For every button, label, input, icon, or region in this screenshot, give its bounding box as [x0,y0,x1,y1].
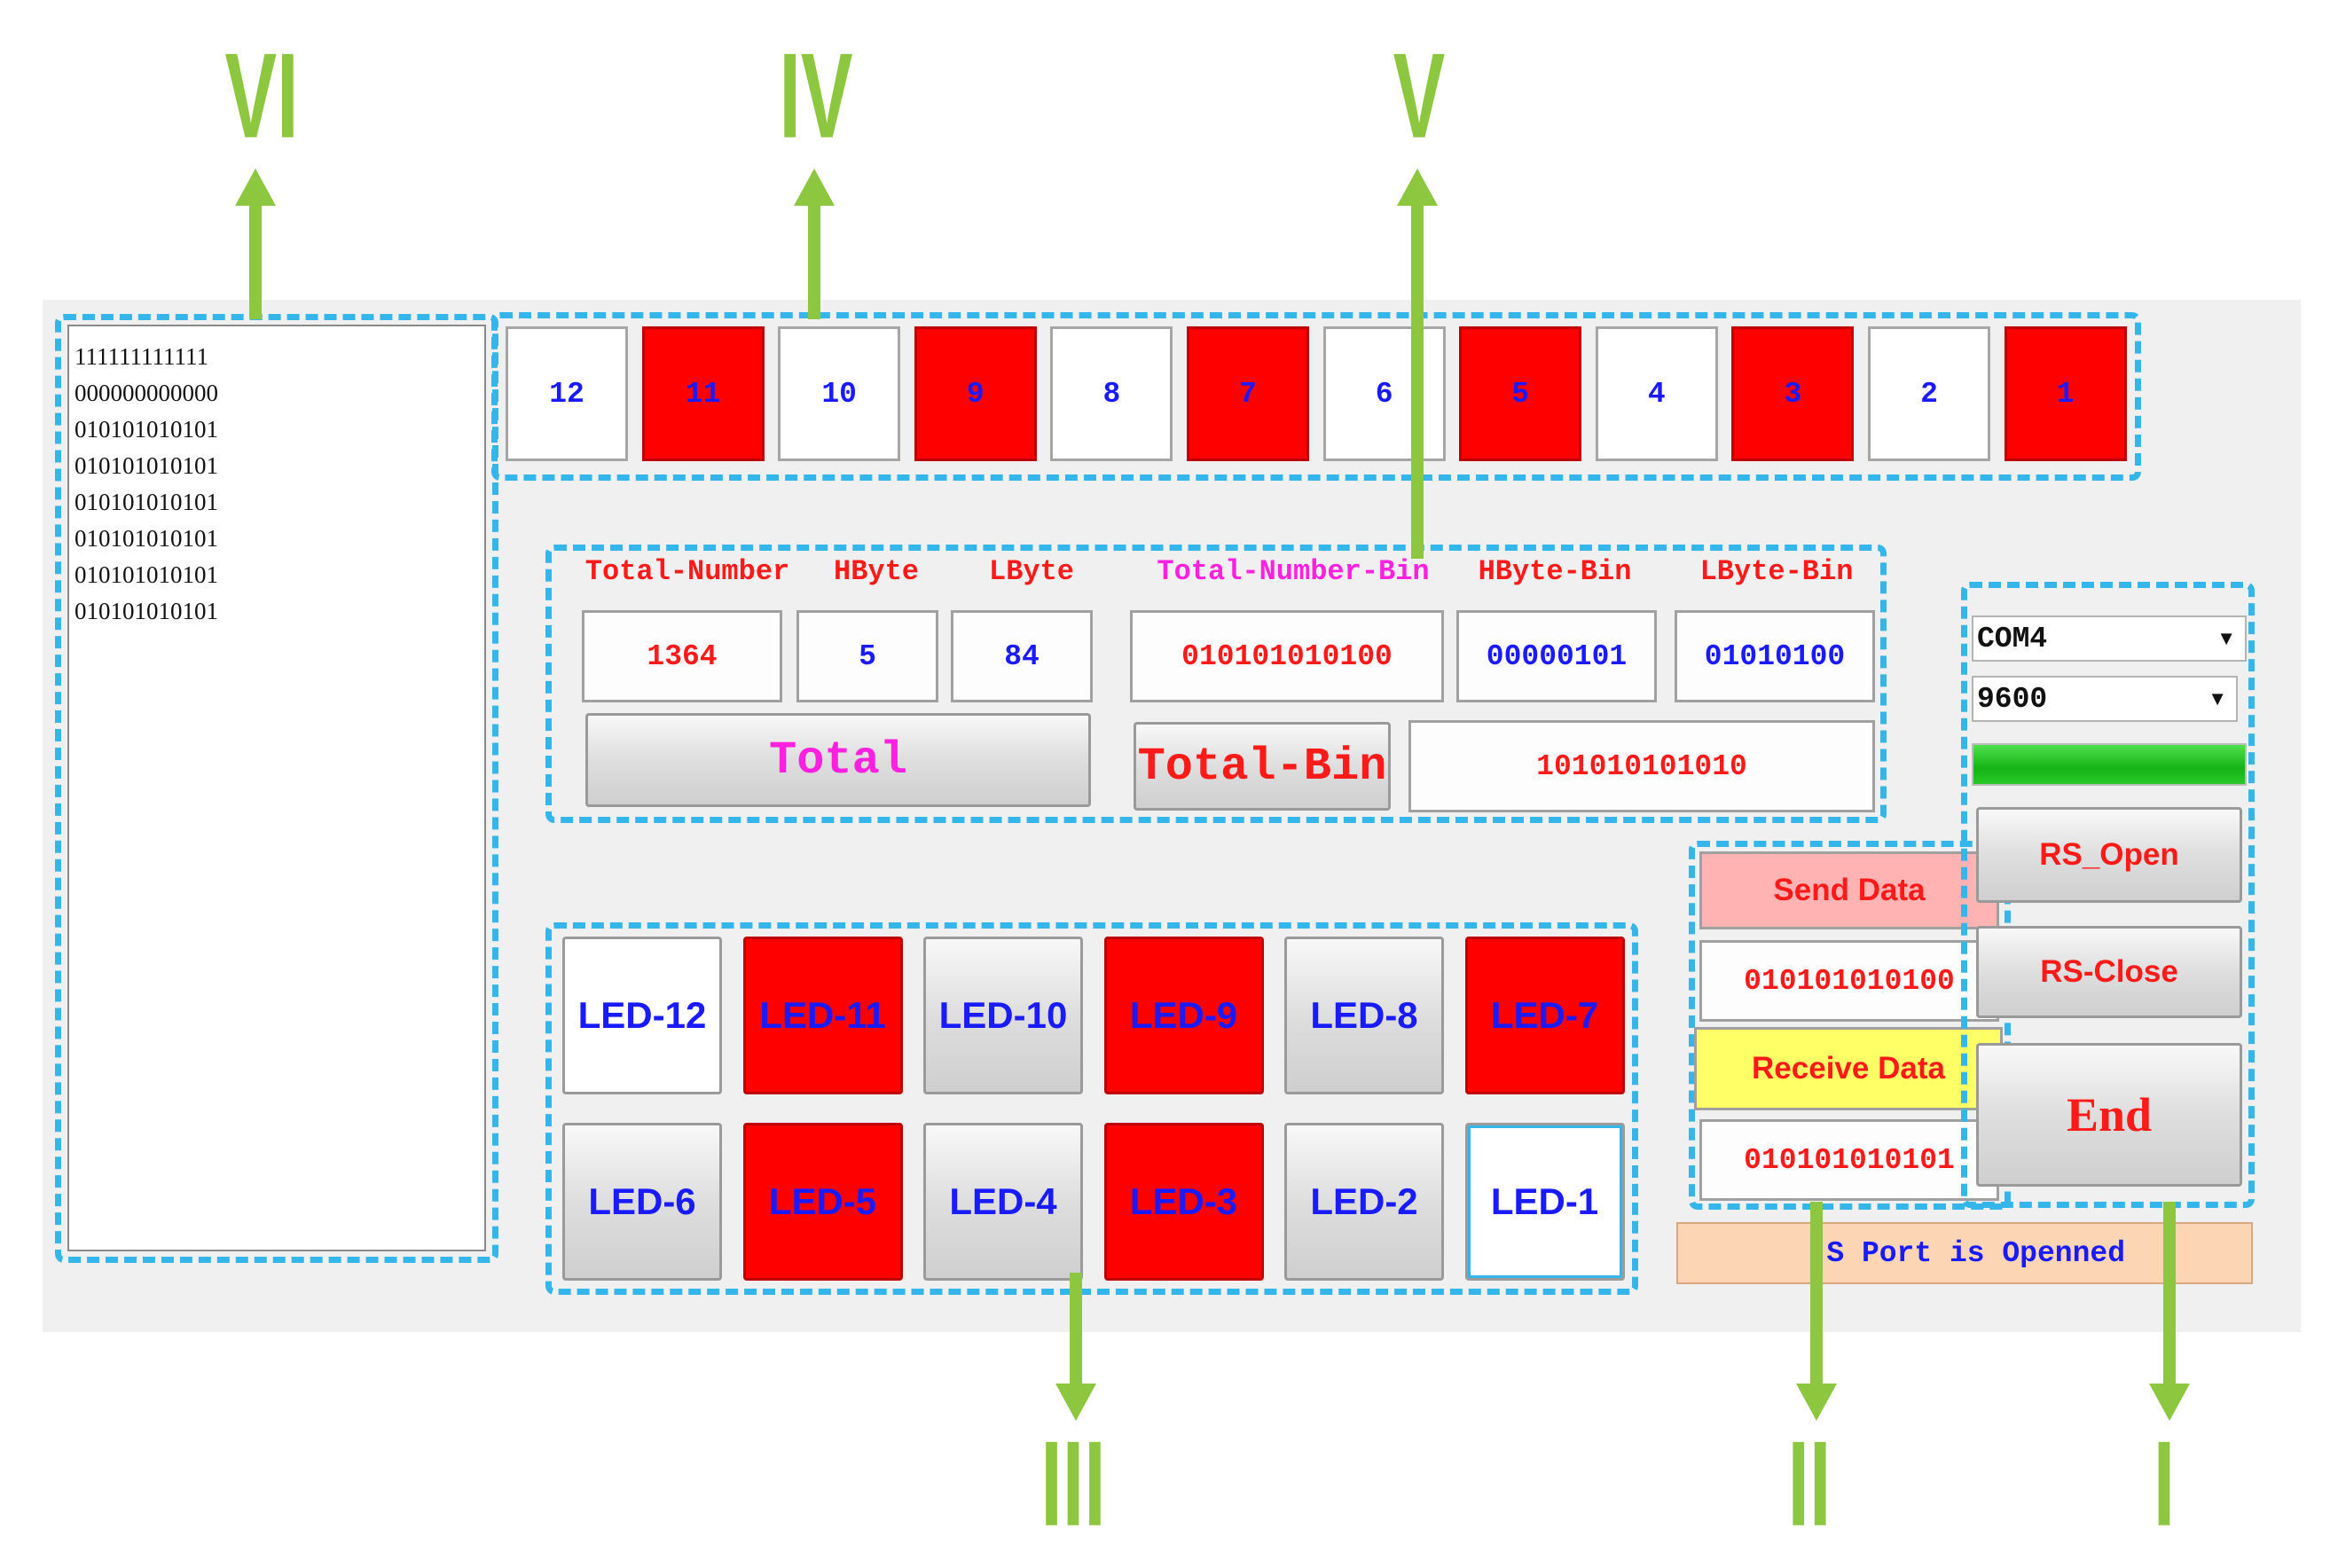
conversion-group [545,545,1887,823]
total-bin-field[interactable]: 101010101010 [1408,720,1875,812]
led-button-led-12[interactable]: LED-12 [562,937,722,1094]
bit-indicator-11: 11 [641,326,765,461]
connection-progress-bar [1972,743,2247,786]
chevron-down-icon: ▼ [2208,687,2227,710]
total-button[interactable]: Total [585,713,1091,807]
lbyte-field[interactable]: 84 [951,610,1093,702]
led-button-led-3[interactable]: LED-3 [1103,1123,1264,1281]
rs-open-button[interactable]: RS_Open [1976,807,2242,903]
arrow-vi-head [235,169,276,206]
receive-data-field[interactable]: 010101010101 [1699,1119,1999,1201]
baud-rate-value: 9600 [1977,682,2048,716]
bit-indicator-9: 9 [914,326,1037,461]
bit-indicator-10: 10 [778,326,901,461]
led-button-led-10[interactable]: LED-10 [923,937,1083,1094]
total-number-field[interactable]: 1364 [582,610,782,702]
app-window: 111111111111 000000000000 010101010101 0… [43,300,2301,1332]
arrow-v-head [1397,169,1438,206]
led-button-led-8[interactable]: LED-8 [1284,937,1444,1094]
led-button-led-11[interactable]: LED-11 [742,937,903,1094]
log-line: 000000000000 [75,380,218,406]
total-bin-button[interactable]: Total-Bin [1134,722,1391,811]
callout-iv: IV [779,27,853,163]
callout-i: I [2153,1415,2176,1551]
bit-indicator-7: 7 [1187,326,1309,461]
status-text: S Port is Openned [1826,1236,2125,1270]
led-button-led-6[interactable]: LED-6 [562,1123,722,1281]
header-total-number: Total-Number [584,555,790,588]
bit-indicator-4: 4 [1595,326,1718,461]
led-button-led-1[interactable]: LED-1 [1464,1123,1625,1281]
log-textbox[interactable]: 111111111111 000000000000 010101010101 0… [67,325,486,1251]
total-number-bin-field[interactable]: 010101010100 [1130,610,1444,702]
com-port-value: COM4 [1977,622,2048,655]
log-group [55,314,498,1263]
log-line: 111111111111 [75,343,208,370]
send-data-label: Send Data [1699,851,1999,929]
hbyte-field[interactable]: 5 [796,610,938,702]
lbyte-bin-field[interactable]: 01010100 [1675,610,1875,702]
log-line: 010101010101 [75,525,218,552]
led-button-led-9[interactable]: LED-9 [1103,937,1264,1094]
send-data-field[interactable]: 010101010100 [1699,940,1999,1022]
callout-ii: II [1787,1415,1832,1551]
bit-indicator-5: 5 [1459,326,1582,461]
bit-indicator-3: 3 [1731,326,1855,461]
header-hbyte-bin: HByte-Bin [1478,555,1632,588]
bit-indicator-12: 12 [506,326,628,461]
baud-rate-select[interactable]: 9600 ▼ [1972,676,2238,722]
chevron-down-icon: ▼ [2216,627,2236,649]
log-line: 010101010101 [75,416,218,443]
com-port-select[interactable]: COM4 ▼ [1972,615,2247,662]
serial-group [1961,582,2255,1208]
arrow-iv-head [794,169,835,206]
led-button-led-7[interactable]: LED-7 [1464,937,1625,1094]
bit-indicator-group [491,312,2141,481]
led-button-led-5[interactable]: LED-5 [742,1123,903,1281]
comm-group [1689,841,2011,1210]
bit-indicator-8: 8 [1050,326,1173,461]
header-hbyte: HByte [833,555,919,588]
callout-v: V [1393,27,1446,163]
log-line: 010101010101 [75,561,218,588]
receive-data-label: Receive Data [1694,1027,2003,1110]
status-bar: S Port is Openned [1676,1222,2253,1284]
header-lbyte: LByte [988,555,1074,588]
bit-indicator-1: 1 [2004,326,2127,461]
callout-vi: VI [224,27,299,163]
rs-close-button[interactable]: RS-Close [1976,926,2242,1018]
led-button-led-2[interactable]: LED-2 [1284,1123,1444,1281]
bit-indicator-6: 6 [1322,326,1446,461]
log-line: 010101010101 [75,489,218,515]
callout-iii: III [1040,1415,1106,1551]
header-lbyte-bin: LByte-Bin [1699,555,1854,588]
log-line: 010101010101 [75,452,218,479]
led-button-led-4[interactable]: LED-4 [923,1123,1083,1281]
bit-indicator-2: 2 [1868,326,1990,461]
end-button[interactable]: End [1976,1043,2242,1187]
header-total-number-bin: Total-Number-Bin [1157,555,1430,588]
led-button-group [545,922,1638,1295]
hbyte-bin-field[interactable]: 00000101 [1456,610,1657,702]
log-line: 010101010101 [75,598,218,624]
